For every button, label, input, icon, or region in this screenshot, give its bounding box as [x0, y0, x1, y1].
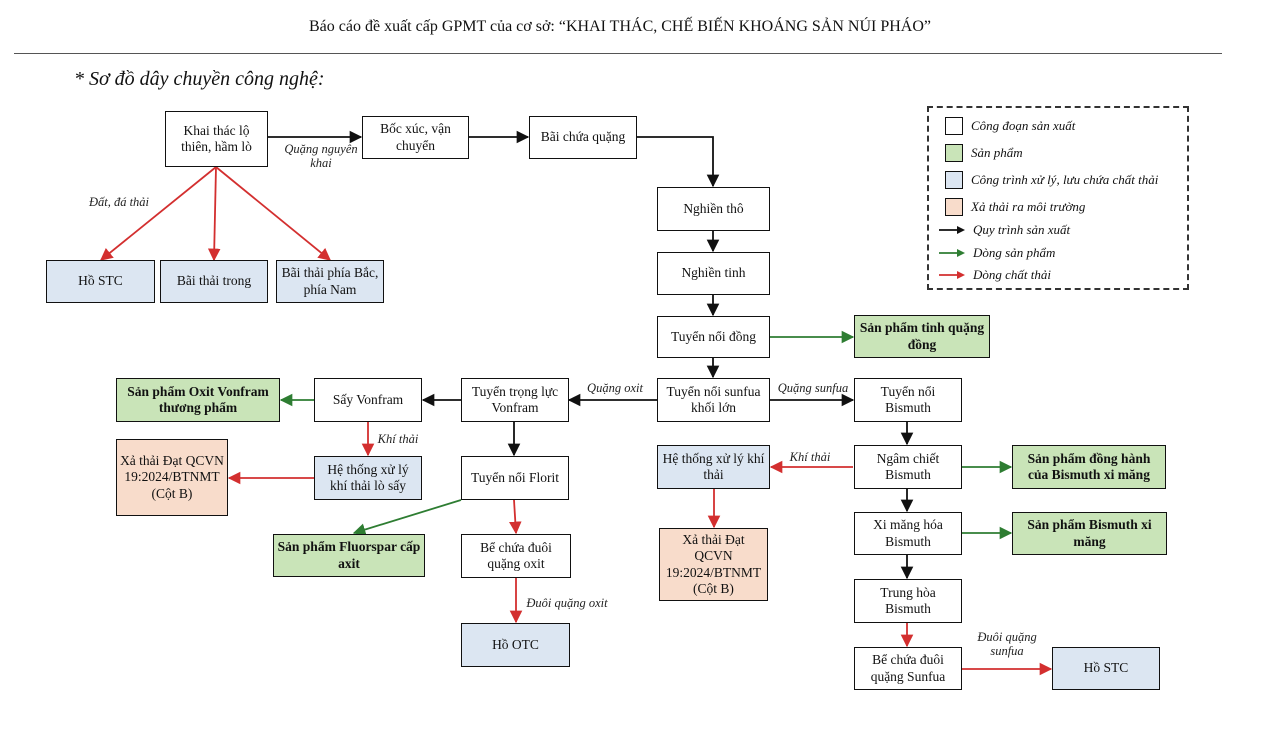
legend-red-arrow-icon [939, 271, 965, 279]
legend: Công đoạn sản xuất Sản phẩm Công trình x… [927, 106, 1189, 290]
node-tuyen-noi-bismuth: Tuyển nổi Bismuth [854, 378, 962, 422]
node-ho-otc: Hồ OTC [461, 623, 570, 667]
legend-label-treatment: Công trình xử lý, lưu chứa chất thải [971, 172, 1159, 187]
node-trung-hoa: Trung hòa Bismuth [854, 579, 962, 623]
node-nghien-tho: Nghiền thô [657, 187, 770, 231]
node-tuyen-noi-dong: Tuyển nổi đồng [657, 316, 770, 358]
node-tuyen-noi-sunfua: Tuyển nổi sunfua khối lớn [657, 378, 770, 422]
legend-item-process: Công đoạn sản xuất [945, 117, 1075, 135]
node-sp-dong-hanh: Sản phẩm đồng hành của Bismuth xi măng [1012, 445, 1166, 489]
node-he-thong-khi-thai: Hệ thống xử lý khí thải [657, 445, 770, 489]
legend-label-process-arrow: Quy trình sản xuất [973, 222, 1071, 237]
label-duoi-quang-sunfua: Đuôi quặng sunfua [977, 630, 1037, 659]
label-dat-da-thai: Đất, đá thải [88, 195, 150, 209]
label-quang-sunfua: Quặng sunfua [777, 381, 849, 395]
node-bai-thai-trong: Bãi thải trong [160, 260, 268, 303]
legend-label-emission: Xả thải ra môi trường [971, 199, 1086, 214]
arrow-waste-baithaiphia [215, 166, 331, 261]
node-sp-oxit-vonfram: Sản phẩm Oxit Vonfram thương phẩm [116, 378, 280, 422]
legend-swatch-emission [945, 198, 963, 216]
legend-item-product-arrow: Dòng sản phẩm [939, 245, 1055, 261]
legend-swatch-product [945, 144, 963, 162]
legend-label-product: Sản phẩm [971, 145, 1023, 160]
legend-label-waste-arrow: Dòng chất thải [973, 267, 1051, 282]
label-duoi-quang-oxit: Đuôi quặng oxit [526, 596, 608, 610]
legend-item-product: Sản phẩm [945, 144, 1023, 162]
node-say-vonfram: Sấy Vonfram [314, 378, 422, 422]
node-nghien-tinh: Nghiền tinh [657, 252, 770, 295]
node-bai-thai-phia: Bãi thải phía Bắc, phía Nam [276, 260, 384, 303]
legend-item-emission: Xả thải ra môi trường [945, 198, 1085, 216]
arrow-waste-hostc [100, 166, 217, 261]
node-ho-stc-bottom: Hồ STC [1052, 647, 1160, 690]
header-divider [14, 53, 1222, 54]
legend-swatch-process [945, 117, 963, 135]
legend-green-arrow-icon [939, 249, 965, 257]
label-khi-thai-left: Khí thải [377, 432, 419, 446]
node-khai-thac: Khai thác lộ thiên, hầm lò [165, 111, 268, 167]
node-ngam-chiet: Ngâm chiết Bismuth [854, 445, 962, 489]
node-xa-thai-left: Xả thải Đạt QCVN 19:2024/BTNMT (Cột B) [116, 439, 228, 516]
legend-item-waste-arrow: Dòng chất thải [939, 267, 1051, 283]
node-tuyen-trong-luc: Tuyển trọng lực Vonfram [461, 378, 569, 422]
node-be-chua-oxit: Bể chứa đuôi quặng oxit [461, 534, 571, 578]
legend-label-process: Công đoạn sản xuất [971, 118, 1076, 133]
node-bai-chua: Bãi chứa quặng [529, 116, 637, 159]
node-he-thong-lo-say: Hệ thống xử lý khí thải lò sấy [314, 456, 422, 500]
node-tuyen-noi-florit: Tuyển nổi Florit [461, 456, 569, 500]
arrow-florit-bechua [509, 499, 522, 535]
node-xi-mang-hoa: Xi măng hóa Bismuth [854, 512, 962, 555]
node-be-chua-sunfua: Bể chứa đuôi quặng Sunfua [854, 647, 962, 690]
node-ho-stc-top: Hồ STC [46, 260, 155, 303]
label-khi-thai-mid: Khí thải [789, 450, 831, 464]
label-quang-oxit: Quặng oxit [587, 381, 643, 395]
arrow-baichua-nghientho [637, 136, 720, 188]
legend-label-product-arrow: Dòng sản phẩm [973, 245, 1056, 260]
legend-item-process-arrow: Quy trình sản xuất [939, 222, 1070, 238]
arrow-florit-fluorspar [352, 499, 462, 536]
legend-black-arrow-icon [939, 226, 965, 234]
node-boc-xuc: Bốc xúc, vận chuyển [362, 116, 469, 159]
node-sp-fluorspar: Sản phẩm Fluorspar cấp axit [273, 534, 425, 577]
node-sp-tinh-quang-dong: Sản phẩm tinh quặng đồng [854, 315, 990, 358]
section-title: * Sơ đồ dây chuyền công nghệ: [74, 68, 325, 90]
legend-item-treatment: Công trình xử lý, lưu chứa chất thải [945, 171, 1158, 189]
arrow-waste-baithaitrong [207, 166, 221, 262]
legend-swatch-treatment [945, 171, 963, 189]
node-sp-bismuth-xi-mang: Sản phẩm Bismuth xi măng [1012, 512, 1167, 555]
report-header: Báo cáo đề xuất cấp GPMT của cơ sở: “KHA… [308, 18, 931, 35]
node-xa-thai-mid: Xả thải Đạt QCVN 19:2024/BTNMT (Cột B) [659, 528, 768, 601]
label-quang-nguyen-khai: Quặng nguyên khai [284, 142, 358, 171]
